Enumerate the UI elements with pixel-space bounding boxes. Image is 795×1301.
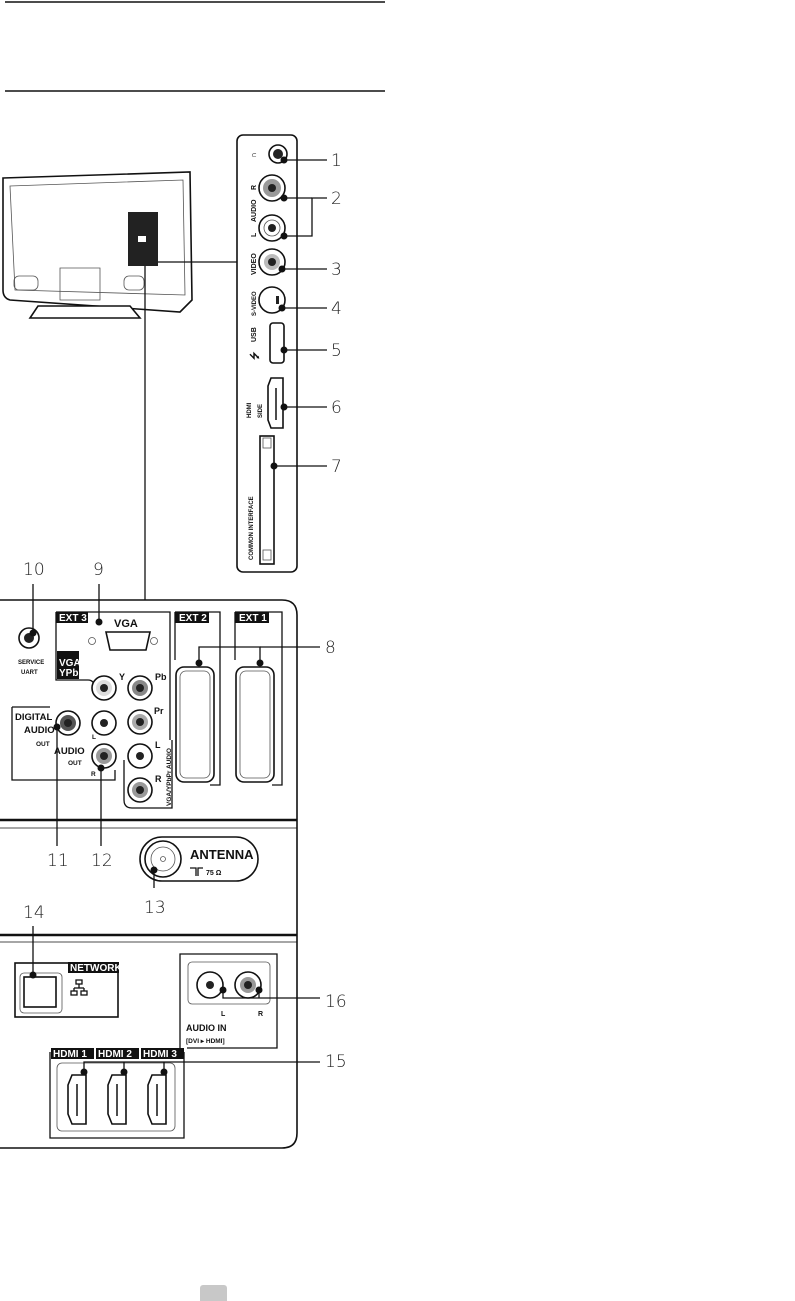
side-connector-panel: ∩ R AUDIO L VIDEO S-VIDEO USB ⭍ HDMI SID…	[236, 134, 342, 573]
audio-out-r-label: R	[91, 771, 96, 778]
callout-1: 1	[331, 151, 342, 171]
y-jack[interactable]	[91, 675, 117, 701]
hdmi2-port[interactable]	[107, 1074, 127, 1125]
audio-in-l-label: L	[221, 1011, 226, 1018]
hdmi3-port[interactable]	[147, 1074, 167, 1125]
audio-out-r-jack[interactable]	[91, 743, 117, 769]
audio-label: AUDIO	[251, 199, 258, 222]
video-jack[interactable]	[258, 248, 286, 276]
callout-7: 7	[331, 457, 342, 477]
uart-label: UART	[21, 670, 38, 676]
callout-9: 9	[93, 560, 104, 580]
vga-audio-r-jack[interactable]	[127, 777, 153, 803]
headphone-icon: ∩	[249, 152, 258, 158]
usb-label: USB	[251, 327, 258, 342]
callout-2: 2	[331, 189, 342, 209]
page-number-tab	[200, 1285, 227, 1301]
vga-audio-l-jack[interactable]	[127, 743, 153, 769]
callout-8: 8	[325, 638, 336, 658]
vga-label: VGA	[114, 618, 138, 630]
callout-15: 15	[325, 1052, 347, 1072]
vga-ypbpr-tag-1: VGA +	[59, 658, 89, 669]
hdmi2-tag: HDMI 2	[98, 1049, 132, 1060]
hdmi-side-label-1: HDMI	[247, 402, 253, 418]
hdmi-side-port[interactable]	[267, 377, 284, 429]
callout-4: 4	[331, 299, 342, 319]
callout-3: 3	[331, 260, 342, 280]
audio-out-label: AUDIO	[54, 746, 85, 757]
hdmi3-tag: HDMI 3	[143, 1049, 177, 1060]
audio-out-l-label: L	[92, 734, 96, 741]
vga-ypbpr-audio-label: VGA/YPbPr AUDIO	[166, 748, 173, 806]
side-callout-dots	[270, 156, 288, 470]
service-label: SERVICE	[18, 660, 44, 666]
rear-callout-lines	[32, 584, 320, 1072]
y-label: Y	[119, 672, 125, 682]
usb-icon: ⭍	[249, 351, 261, 360]
tv-back-illustration	[2, 171, 237, 600]
audio-in-l-jack[interactable]	[196, 971, 224, 999]
usb-port[interactable]	[269, 322, 285, 364]
common-interface-label: COMMON INTERFACE	[249, 496, 255, 560]
rear-connector-panel: SERVICE UART EXT 3 VGA VGA + YPbPr Y Pb …	[0, 560, 347, 1149]
ext1-tag: EXT 1	[239, 613, 267, 624]
network-tag: NETWORK	[70, 963, 122, 974]
callout-13: 13	[144, 898, 166, 918]
antenna-ohm-label: 75 Ω	[206, 870, 222, 877]
vga-port[interactable]	[88, 631, 158, 651]
antenna-symbol-icon	[190, 867, 203, 876]
callout-16: 16	[325, 992, 347, 1012]
pb-jack[interactable]	[127, 675, 153, 701]
audio-in-r-label: R	[258, 1011, 263, 1018]
hdmi1-tag: HDMI 1	[53, 1049, 87, 1060]
antenna-label: ANTENNA	[190, 847, 254, 862]
ext3-tag: EXT 3	[59, 613, 87, 624]
audio-r-label: R	[251, 185, 258, 190]
callout-12: 12	[91, 851, 113, 871]
vga-audio-r-label: R	[155, 774, 162, 784]
svideo-label: S-VIDEO	[252, 291, 258, 316]
common-interface-slot[interactable]	[259, 435, 275, 565]
vga-ypbpr-tag-2: YPbPr	[59, 668, 89, 679]
audio-l-jack[interactable]	[258, 214, 286, 242]
digital-out-label: OUT	[36, 741, 50, 748]
audio-out-out-label: OUT	[68, 760, 82, 767]
callout-10: 10	[23, 560, 45, 580]
callout-5: 5	[331, 341, 342, 361]
hdmi1-port[interactable]	[67, 1074, 87, 1125]
digital-audio-out-jack[interactable]	[55, 710, 81, 736]
audio-l-label: L	[251, 232, 258, 237]
side-callout-lines	[274, 159, 327, 467]
audio-r-jack[interactable]	[258, 174, 286, 202]
ext1-scart-port[interactable]	[235, 666, 275, 783]
ext2-scart-port[interactable]	[175, 666, 215, 783]
rear-callout-dots	[29, 618, 264, 1076]
audio-in-label: AUDIO IN	[186, 1023, 227, 1033]
digital-audio-label: AUDIO	[24, 725, 55, 736]
callout-6: 6	[331, 398, 342, 418]
network-icon	[70, 979, 88, 996]
pr-label: Pr	[154, 706, 164, 716]
pr-jack[interactable]	[127, 709, 153, 735]
vga-audio-l-label: L	[155, 740, 161, 750]
audio-out-l-jack[interactable]	[91, 710, 117, 736]
service-uart-jack[interactable]	[18, 627, 40, 649]
svideo-jack[interactable]	[258, 286, 286, 314]
pb-label: Pb	[155, 672, 167, 682]
video-label: VIDEO	[251, 253, 258, 275]
audio-in-dvi-label: [DVI ▸ HDMI]	[186, 1038, 225, 1045]
hdmi-side-label-2: SIDE	[258, 404, 264, 418]
callout-11: 11	[47, 851, 69, 871]
callout-14: 14	[23, 903, 45, 923]
digital-label: DIGITAL	[15, 712, 52, 723]
audio-in-r-jack[interactable]	[234, 971, 262, 999]
ext2-tag: EXT 2	[179, 613, 207, 624]
